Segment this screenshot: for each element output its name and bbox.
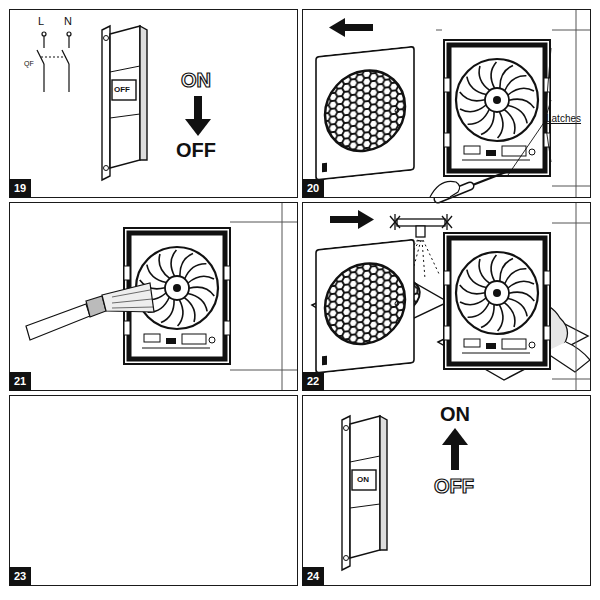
line-label: L — [38, 16, 44, 27]
mechanical-link — [41, 56, 66, 57]
terminal — [67, 32, 71, 36]
step-panel: 22 — [302, 202, 591, 391]
circuit-breaker — [342, 416, 387, 570]
part-label: Latches — [546, 114, 581, 124]
up-arrow — [442, 428, 468, 470]
step-number: 23 — [9, 567, 31, 586]
brush — [26, 283, 154, 340]
wire — [68, 64, 69, 92]
switch-state: ON — [181, 70, 211, 90]
terminal — [42, 32, 46, 36]
right-arrow — [330, 210, 374, 229]
device-label: QF — [24, 60, 34, 67]
wall-lines — [436, 10, 590, 197]
switch-state: ON — [440, 404, 470, 424]
down-arrow — [185, 96, 211, 136]
wall-lines — [230, 203, 297, 390]
step-panel: 21 — [9, 202, 298, 391]
switch-state: ON — [357, 476, 369, 484]
front-grille — [316, 240, 414, 373]
leader-lines — [508, 48, 551, 175]
step-panel: 20 — [302, 9, 591, 198]
step-number: 24 — [302, 567, 324, 586]
breaker-toggle — [352, 470, 376, 490]
fan-body — [444, 40, 550, 176]
line-label: N — [64, 16, 72, 27]
circuit-breaker — [102, 26, 147, 180]
step-panel: 23 — [9, 395, 298, 586]
wire — [68, 36, 69, 48]
step-number: 20 — [302, 179, 324, 198]
wire — [43, 64, 44, 92]
switch-state: OFF — [434, 476, 474, 496]
fan-body — [444, 233, 550, 369]
screwdriver — [430, 172, 506, 199]
wall-lines — [552, 203, 590, 390]
front-grille — [316, 47, 414, 180]
breaker-schematic — [37, 32, 71, 92]
step-number: 21 — [9, 372, 31, 391]
step-number: 22 — [302, 372, 324, 391]
breaker-toggle — [112, 80, 136, 100]
switch-state: OFF — [176, 140, 216, 160]
switch-state: OFF — [114, 86, 130, 94]
wire — [43, 36, 44, 48]
step-panel: 19 — [9, 9, 298, 198]
step-number: 19 — [9, 179, 31, 198]
left-arrow — [329, 18, 373, 37]
water-tap — [390, 214, 452, 237]
